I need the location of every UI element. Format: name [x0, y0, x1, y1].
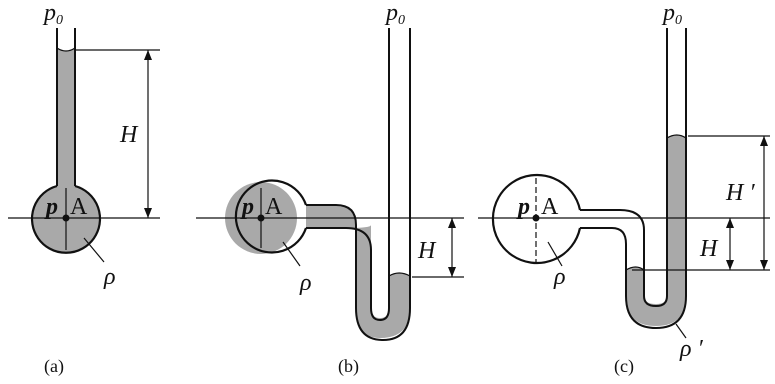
panel-b: p0 p A H ρ (b): [196, 0, 464, 377]
panel-a: p0 H p A ρ (a): [8, 0, 160, 377]
panel-b-tube-outer-wall: [306, 28, 411, 342]
panel-a-density-leader: [83, 237, 105, 263]
panel-b-point-p-label: p: [240, 194, 254, 220]
panel-a-point-p-label: p: [44, 194, 58, 220]
panel-c-caption: (c): [614, 356, 634, 377]
panel-a-caption: (a): [44, 356, 64, 377]
panel-c-point-a-label: A: [541, 194, 559, 220]
panel-c-tube-inner-wall: [580, 28, 668, 308]
panel-c-density2-label: ρ ′: [679, 336, 704, 362]
panel-c-point-a: [532, 214, 540, 222]
panel-c-height-prime-label: H ′: [725, 180, 755, 206]
panel-b-bulb: [234, 179, 308, 254]
panel-a-point-a: [62, 214, 70, 222]
panel-a-bulb: [30, 184, 102, 254]
panel-b-density-label: ρ: [299, 270, 312, 296]
panel-b-fluid: [306, 205, 410, 338]
panel-a-height-label: H: [119, 122, 139, 148]
panel-b-top-pressure: p0: [384, 0, 405, 28]
panel-b-density-leader: [282, 241, 301, 267]
panel-c-density2-leader: [675, 323, 687, 339]
panel-c: p0 p A H ′ H ρ ρ ′ (c): [478, 0, 770, 377]
panel-c-point-p-label: p: [516, 194, 530, 220]
panel-a-meniscus: [56, 47, 76, 52]
panel-a-fluid: [31, 48, 100, 253]
panel-b-tube-inner-wall: [306, 28, 390, 322]
panel-a-density-label: ρ: [103, 264, 116, 290]
panel-c-top-pressure: p0: [661, 0, 682, 28]
panel-c-right-meniscus: [666, 134, 687, 139]
panel-b-point-a-label: A: [265, 194, 283, 220]
panel-c-density-label: ρ: [553, 264, 566, 290]
panel-b-point-a: [257, 214, 265, 222]
panel-c-fluid: [626, 135, 686, 326]
panel-c-left-meniscus: [625, 266, 645, 271]
panel-c-height-label: H: [699, 236, 719, 262]
panel-a-point-a-label: A: [70, 194, 88, 220]
panel-b-caption: (b): [338, 356, 359, 377]
panel-b-height-label: H: [417, 238, 437, 264]
panel-c-tube-outer-wall: [580, 28, 687, 330]
panel-c-density-leader: [547, 241, 563, 267]
panel-b-meniscus: [388, 272, 411, 277]
panel-a-top-pressure: p0: [42, 0, 63, 28]
